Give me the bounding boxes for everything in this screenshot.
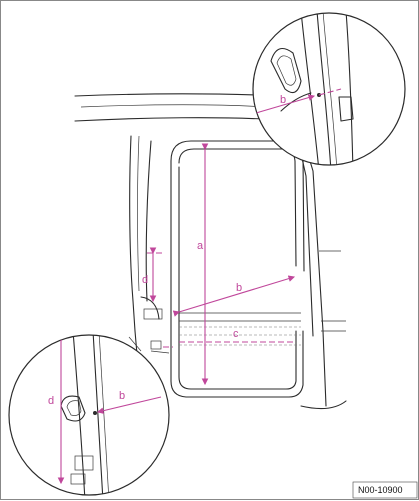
label-d-main: d (142, 274, 148, 286)
label-c: c (233, 328, 239, 340)
detail-circle-bottom: d b (8, 334, 170, 496)
label-b-bottom: b (119, 390, 125, 402)
reference-box (352, 481, 418, 499)
reference-code: N00-10900 (358, 485, 403, 495)
label-b-main: b (236, 282, 242, 294)
label-b-top: b (280, 94, 286, 106)
dimension-lines (147, 143, 296, 386)
vehicle-body (74, 93, 347, 417)
detail-circle-top: b (252, 12, 406, 166)
label-a: a (197, 240, 204, 252)
label-d-bottom: d (48, 395, 54, 407)
leader-bottom (128, 336, 142, 352)
